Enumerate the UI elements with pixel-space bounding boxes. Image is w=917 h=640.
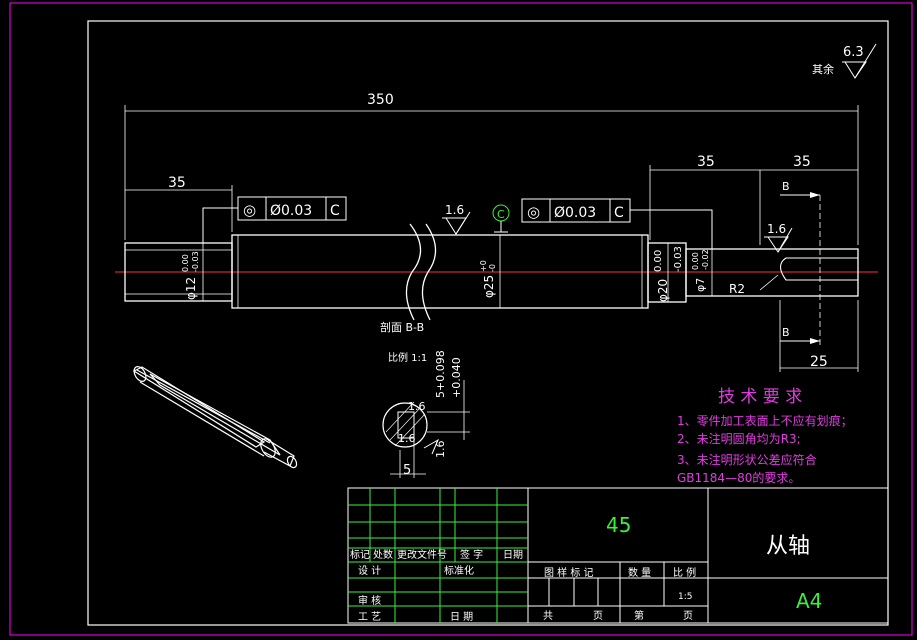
dim-diameter-left-tol-upper: 0.00 [181,254,190,272]
tol-symbol-right: ◎ [527,203,540,221]
dim-diameter-left-tol-lower: -0.03 [191,251,200,272]
title-block-text: 45 从轴 A4 1:5 标记 处数 更改文件号 签 字 日期 设 计 标准化 … [350,513,822,623]
technical-requirements: 技 术 要 求 1、零件加工表面上不应有划痕； 2、未注明圆角均为R3; 3、未… [677,387,853,485]
roughness-mid-value: 1.6 [445,203,464,217]
dim-keyway-length: 25 [810,354,828,370]
tech-req-item-4: GB1184—80的要求。 [677,470,800,485]
shaft-outline [124,195,859,345]
tech-req-item-2: 2、未注明圆角均为R3; [677,431,801,446]
tb-biaozhunhua: 标准化 [444,564,474,577]
tb-qianzi: 签 字 [460,548,483,561]
title-block [347,487,889,624]
dim-left-shoulder: 35 [168,175,186,191]
tech-req-item-1: 1、零件加工表面上不应有划痕； [677,413,853,428]
section-label: 剖面 B-B [380,320,424,334]
section-rough-a: 1.6 [408,400,426,413]
section-tol-top: 5+0.098 [434,350,447,398]
part-name: 从轴 [766,534,810,559]
dim-diameter-right-tol-lower: -0.03 [673,246,684,272]
tb-sheji: 设 计 [358,564,381,577]
tol-value-left: Ø0.03 [270,203,312,219]
sheet-size: A4 [796,589,822,613]
roughness-note-value: 6.3 [843,45,864,60]
scale-value: 1:5 [678,592,692,602]
roughness-end-value: 1.6 [767,222,786,236]
tb-zhongliang: 数 量 [628,566,651,579]
dim-overall-length: 350 [367,92,394,108]
tol-value-right: Ø0.03 [554,205,596,221]
tol-datum-right: C [614,205,624,221]
dim-diameter-left: φ12 [184,277,198,300]
dim-diameter-end: φ7 [694,278,707,292]
roughness-symbol-end: 1.6 [764,222,793,253]
general-roughness-note: 其余 6.3 [812,43,877,79]
tb-di: 第 [634,609,644,622]
material: 45 [606,513,631,537]
section-rough-c: 1.6 [434,441,447,459]
dim-diameter-mid-tol-upper: +0 [479,260,488,272]
tb-ye: 页 [593,610,603,622]
isometric-shaft-view [132,366,298,469]
sheet-inner-border [87,20,889,626]
tb-bili: 比 例 [673,566,696,579]
datum-marker: C [492,204,510,233]
tb-shenhe: 审 核 [358,594,381,607]
tolerance-frame-right: ◎ Ø0.03 C [521,198,713,249]
dim-right-shoulder-b: 35 [793,154,811,170]
roughness-symbol-mid: 1.6 [442,203,471,235]
tb-ye2: 页 [683,610,693,622]
datum-label: C [497,208,505,221]
section-cut-markers: B B [780,180,820,344]
dim-diameter-right-tol-upper: 0.00 [653,250,664,272]
dim-diameter-end-tol-lower: -0.02 [701,249,710,270]
tb-gong: 共 [543,610,553,622]
dim-fillet: R2 [729,282,745,296]
tb-biaoji: 标记 [350,549,370,561]
section-tol-bottom: +0.040 [450,357,463,398]
roughness-note-label: 其余 [812,62,834,76]
dim-diameter-mid-tol-lower: -0 [488,264,497,272]
dim-diameter-mid: φ25 [482,275,496,298]
tb-chushu: 处数 [373,548,393,561]
section-rough-b: 1.6 [398,432,416,445]
cut-mark-top: B [782,180,790,193]
tb-tuyang: 图 样 标 记 [544,566,594,579]
sheet-outer-border [9,2,913,636]
section-scale: 比例 1:1 [388,351,427,364]
tol-symbol-left: ◎ [243,201,256,219]
dimension-lines [124,105,859,372]
tb-gongyi: 工 艺 [358,611,381,623]
tb-riqi: 日期 [503,549,523,561]
tol-datum-left: C [330,203,340,219]
tb-gengai: 更改文件号 [397,548,447,561]
section-view: 剖面 B-B 比例 1:1 5+0.098 +0.040 1.6 1.6 1.6… [380,320,470,478]
dim-diameter-right: φ20 [656,279,670,302]
tech-req-item-3: 3、未注明形状公差应符合 [677,452,817,467]
section-width: 5 [403,463,411,478]
tb-riqi2: 日 期 [450,611,473,623]
tech-req-title: 技 术 要 求 [718,387,802,407]
dim-right-shoulder-a: 35 [697,154,715,170]
dim-diameter-end-tol-upper: 0.00 [691,252,700,270]
cut-mark-bottom: B [782,326,790,339]
tolerance-frame-left: ◎ Ø0.03 C [202,196,347,243]
dimension-labels: 350 35 35 35 25 R2 φ12 0.00 -0.03 φ25 +0… [168,92,828,370]
